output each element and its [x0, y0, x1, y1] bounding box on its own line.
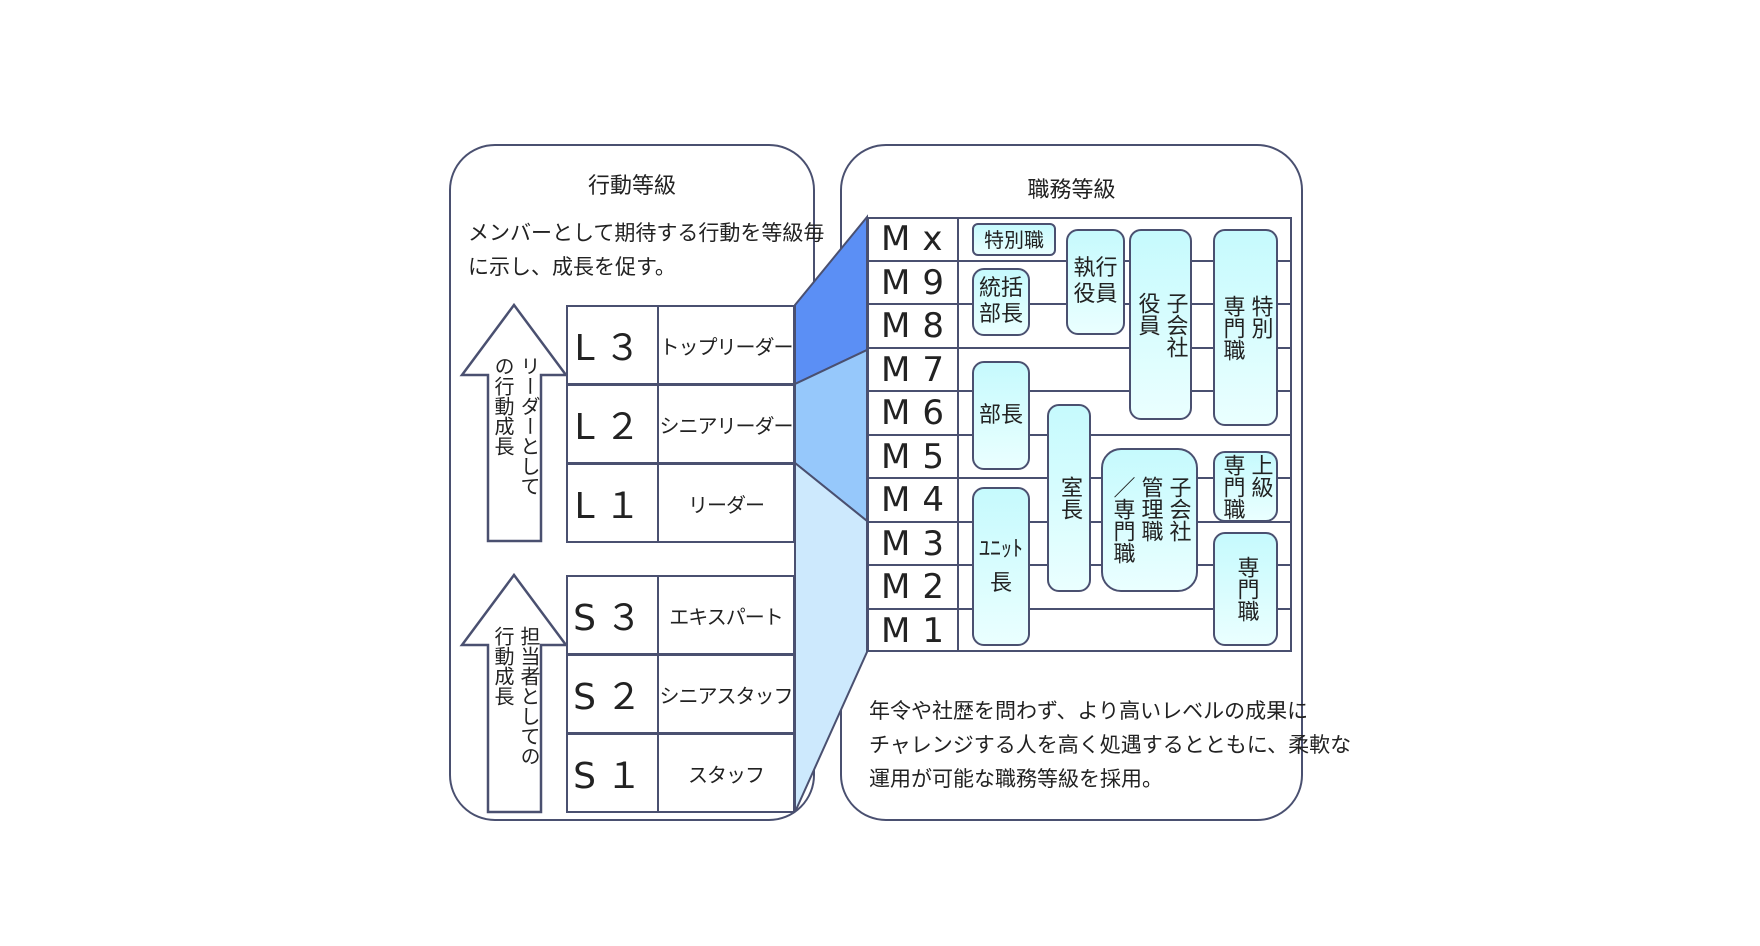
position-section-chief: 室長	[1047, 404, 1091, 592]
funnel-lower	[794, 460, 868, 813]
job-grade-label: M1	[881, 610, 956, 651]
job-grade-label: M7	[881, 349, 956, 390]
job-grade-label: M9	[881, 262, 956, 303]
position-manager: 部長	[972, 361, 1030, 470]
behavior-grade-description: メンバーとして期待する行動を等級毎 に示し、成長を促す。	[468, 221, 825, 279]
position-subsidiary-manager: 子会社 管理職 ／専門職	[1101, 448, 1198, 592]
grade-name: スタッフ	[657, 733, 795, 813]
position-unit-leader: ﾕﾆｯﾄ 長	[972, 487, 1030, 646]
grade-code: L２	[566, 384, 659, 464]
staff-arrow-label: 担当者としての 行動成長	[491, 626, 541, 766]
job-grade-label: M5	[881, 436, 956, 477]
grade-name: シニアスタッフ	[657, 654, 795, 734]
grade-name: リーダー	[657, 463, 795, 543]
leader-arrow-label: リーダーとして の行動成長	[491, 356, 541, 496]
grade-code: L１	[566, 463, 659, 543]
grade-code: S１	[566, 733, 659, 813]
position-general-manager: 統括 部長	[972, 268, 1030, 336]
grade-row-line	[867, 390, 1292, 392]
job-grade-description: 年令や社歴を問わず、より高いレベルの成果に チャレンジする人を高く処遇するととも…	[869, 699, 1352, 791]
position-subsidiary-officer: 子会社 役員	[1129, 229, 1192, 420]
leader-growth-arrow	[459, 302, 569, 543]
grade-row-line	[867, 607, 1292, 610]
job-grade-label: M6	[881, 393, 956, 433]
job-grade-label: M3	[881, 523, 956, 564]
grade-row-line	[867, 346, 1292, 349]
grade-name: トップリーダー	[657, 305, 795, 385]
job-grade-label: M4	[881, 480, 956, 520]
position-senior-expert: 上級 専門職	[1213, 451, 1278, 522]
behavior-grade-title: 行動等級	[587, 174, 676, 199]
job-grade-label: Mx	[881, 219, 955, 259]
grade-name: エキスパート	[657, 575, 795, 655]
position-special-expert: 特別 専門職	[1213, 229, 1278, 426]
position-special: 特別職	[972, 223, 1056, 256]
position-expert: 専門職	[1213, 532, 1278, 646]
grade-code: S３	[566, 575, 659, 655]
grade-name: シニアリーダー	[657, 384, 795, 464]
job-grade-label: M2	[881, 567, 956, 607]
grade-code: L３	[566, 305, 659, 385]
position-executive: 執行 役員	[1066, 229, 1125, 335]
grade-code: S２	[566, 654, 659, 734]
job-grade-label: M8	[881, 306, 956, 346]
staff-growth-arrow	[459, 572, 569, 814]
job-grade-title: 職務等級	[1027, 178, 1116, 203]
